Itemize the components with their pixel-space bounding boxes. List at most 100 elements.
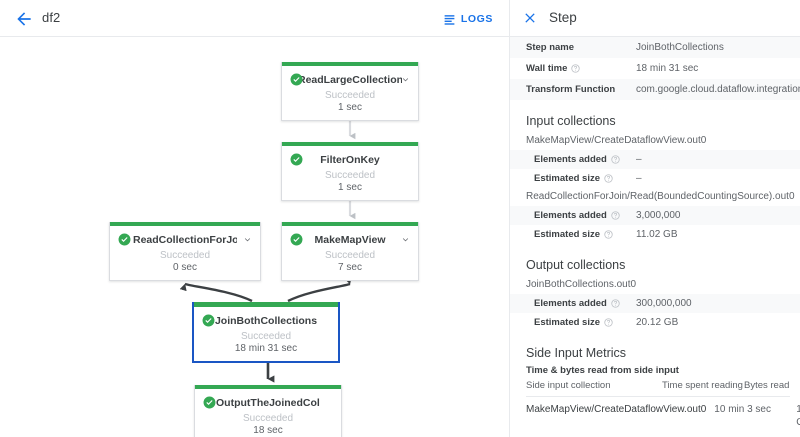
- node-title: ReadCollectionForJoin: [133, 234, 237, 246]
- column-header: Bytes read: [744, 380, 790, 391]
- metric-key: Elements added: [534, 210, 636, 221]
- chevron-down-icon[interactable]: [400, 234, 411, 245]
- status-succeeded-icon: [203, 396, 216, 409]
- metric-key-label: Elements added: [534, 298, 607, 309]
- graph-edges: [179, 118, 356, 383]
- close-icon[interactable]: [522, 10, 538, 26]
- chevron-down-icon[interactable]: [242, 234, 253, 245]
- status-succeeded-icon: [290, 73, 303, 86]
- node-status-bar: [110, 222, 260, 226]
- metric-row: Estimated size–: [510, 169, 800, 188]
- node-title: OutputTheJoinedCollec...: [216, 397, 320, 409]
- top-toolbar: df2 LOGS: [0, 0, 509, 36]
- node-title: ReadLargeCollectionFr...: [298, 74, 402, 86]
- logs-button[interactable]: LOGS: [443, 10, 493, 28]
- metric-key-label: Estimated size: [534, 317, 600, 328]
- node-status-label: Succeeded: [240, 331, 292, 342]
- node-time-label: 18 sec: [253, 425, 283, 436]
- metric-key: Estimated size: [534, 317, 636, 328]
- node-title-row: FilterOnKey: [282, 152, 418, 168]
- metric-key: Estimated size: [534, 229, 636, 240]
- table-cell: 10.14 GB: [796, 404, 800, 429]
- chevron-down-icon[interactable]: [400, 74, 411, 85]
- status-succeeded-icon: [202, 314, 215, 327]
- metric-key: Elements added: [534, 298, 636, 309]
- node-status-label: Succeeded: [242, 413, 294, 424]
- node-status-label: Succeeded: [324, 170, 376, 181]
- node-time-label: 0 sec: [173, 262, 197, 273]
- summary-key-label: Wall time: [526, 63, 568, 74]
- logs-icon: [444, 14, 455, 25]
- status-succeeded-icon: [290, 153, 303, 166]
- metric-row: Elements added 300,000,000: [510, 294, 800, 313]
- metric-value: 300,000,000: [636, 298, 692, 309]
- node-title-row: JoinBothCollections: [194, 313, 338, 329]
- status-succeeded-icon: [118, 233, 131, 246]
- side-input-metrics-title: Side Input Metrics: [526, 346, 627, 360]
- node-status-label: Succeeded: [324, 250, 376, 261]
- node-status-bar: [195, 385, 341, 389]
- help-icon[interactable]: [611, 299, 620, 308]
- logs-label: LOGS: [460, 13, 493, 25]
- node-status-bar: [282, 222, 418, 226]
- help-icon[interactable]: [571, 64, 581, 73]
- help-icon[interactable]: [604, 230, 613, 239]
- help-icon[interactable]: [604, 174, 613, 183]
- summary-key: Step name: [526, 41, 636, 53]
- summary-value: JoinBothCollections: [636, 42, 724, 53]
- node-title: JoinBothCollections: [214, 315, 318, 327]
- metric-key-label: Elements added: [534, 210, 607, 221]
- summary-key: Transform Function: [526, 83, 636, 95]
- side-input-metrics-subtitle: Time & bytes read from side input: [526, 365, 679, 376]
- node-title-row: OutputTheJoinedCollec...: [195, 395, 341, 411]
- summary-row: Step name JoinBothCollections: [510, 37, 800, 58]
- node-status-bar: [194, 302, 338, 307]
- summary-key-label: Transform Function: [526, 84, 616, 95]
- metric-value: –: [636, 173, 642, 184]
- node-status-bar: [282, 142, 418, 146]
- output-collections-title: Output collections: [526, 258, 626, 272]
- node-title: MakeMapView: [314, 234, 386, 246]
- help-icon[interactable]: [611, 155, 620, 164]
- summary-key-label: Step name: [526, 42, 575, 53]
- panel-header: Step: [510, 0, 800, 36]
- node-title-row: ReadLargeCollectionFr...: [282, 72, 418, 88]
- back-arrow-icon[interactable]: [14, 9, 34, 29]
- input-collection-name: MakeMapView/CreateDataflowView.out0: [526, 135, 707, 146]
- output-collection-name: JoinBothCollections.out0: [526, 279, 637, 290]
- panel-title: Step: [549, 10, 577, 25]
- metric-key: Estimated size: [534, 173, 636, 184]
- metric-row: Elements added–: [510, 150, 800, 169]
- node-status-bar: [282, 62, 418, 66]
- metric-value: 11.02 GB: [636, 229, 678, 240]
- help-icon[interactable]: [604, 318, 613, 327]
- node-time-label: 1 sec: [338, 102, 362, 113]
- help-icon[interactable]: [611, 211, 620, 220]
- page-title: df2: [42, 10, 61, 25]
- toolbar-divider: [0, 36, 509, 37]
- metric-key: Elements added: [534, 154, 636, 165]
- table-cell: 10 min 3 sec: [714, 404, 771, 415]
- input-collection-name: ReadCollectionForJoin/Read(BoundedCounti…: [526, 191, 795, 202]
